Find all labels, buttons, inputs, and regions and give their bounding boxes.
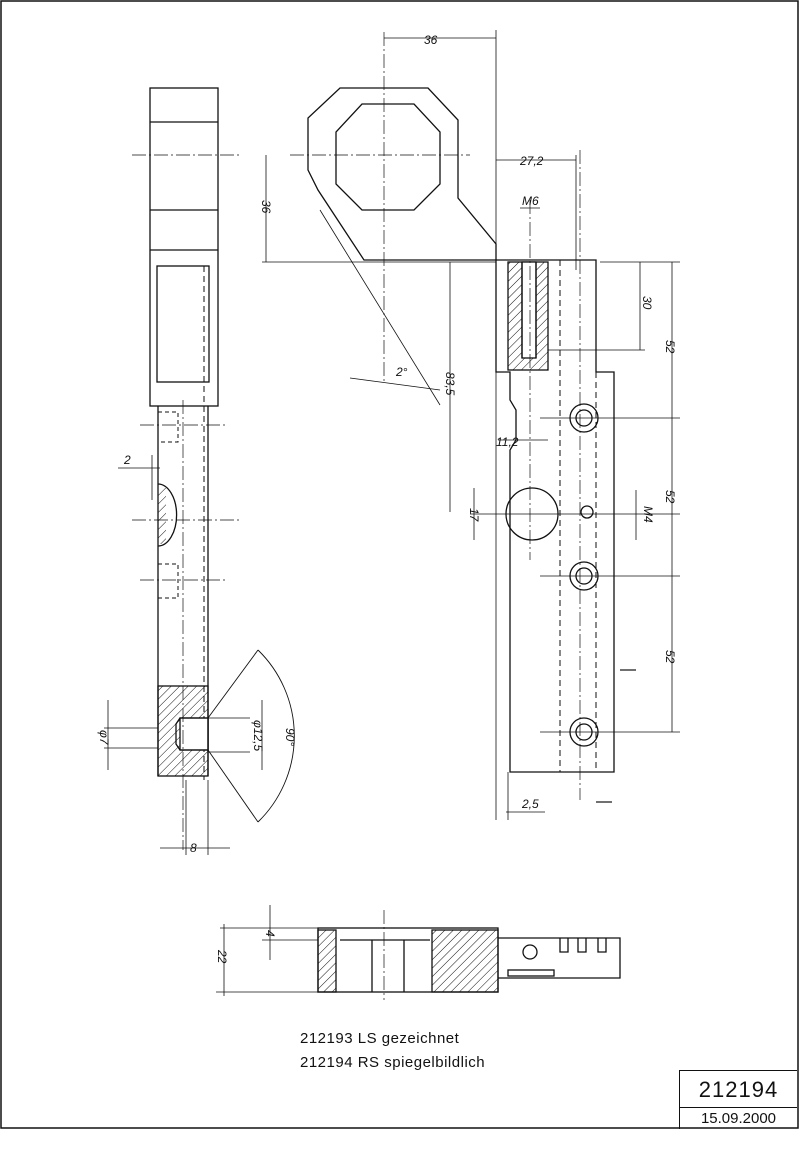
front-view [262,30,680,820]
dim-top-width: 36 [424,33,438,47]
dim-left-2: 2 [123,453,131,467]
title-block: 212194 15.09.2000 [679,1070,797,1129]
dim-small-4: 4 [263,930,277,937]
dim-thread-m6: M6 [522,194,539,208]
section-view [216,905,621,1000]
dim-spacing-52-a: 52 [663,340,677,354]
dim-spacing-52-c: 52 [663,650,677,664]
dim-angle-2: 2° [395,365,408,379]
dim-width-8: 8 [190,841,197,855]
dim-dia-7: φ7 [97,730,111,746]
dim-offset-272: 27,2 [519,154,544,168]
dim-angle-90: 90° [283,728,297,746]
dim-thread-m4: M4 [641,506,655,523]
dim-offset-112: 11,2 [496,435,519,449]
dim-depth-30: 30 [640,296,654,310]
dim-height-22: 22 [215,949,229,964]
drawing-number: 212194 [680,1073,797,1108]
dim-dia-125: φ12,5 [251,720,265,752]
dim-top-height: 36 [259,200,273,214]
dim-length-835: 83,5 [443,372,457,396]
side-view [104,87,295,855]
dim-edge-25: 2,5 [521,797,539,811]
note-line-1: 212193 LS gezeichnet [300,1030,460,1047]
note-line-2: 212194 RS spiegelbildlich [300,1054,486,1071]
sheet-border [0,0,799,1129]
dim-spacing-52-b: 52 [663,490,677,504]
dim-dia-17: 17 [467,508,481,523]
dimension-labels: 36 36 27,2 M6 30 52 52 52 83,5 2° 11,2 1… [97,33,677,964]
drawing-date: 15.09.2000 [700,1110,777,1127]
